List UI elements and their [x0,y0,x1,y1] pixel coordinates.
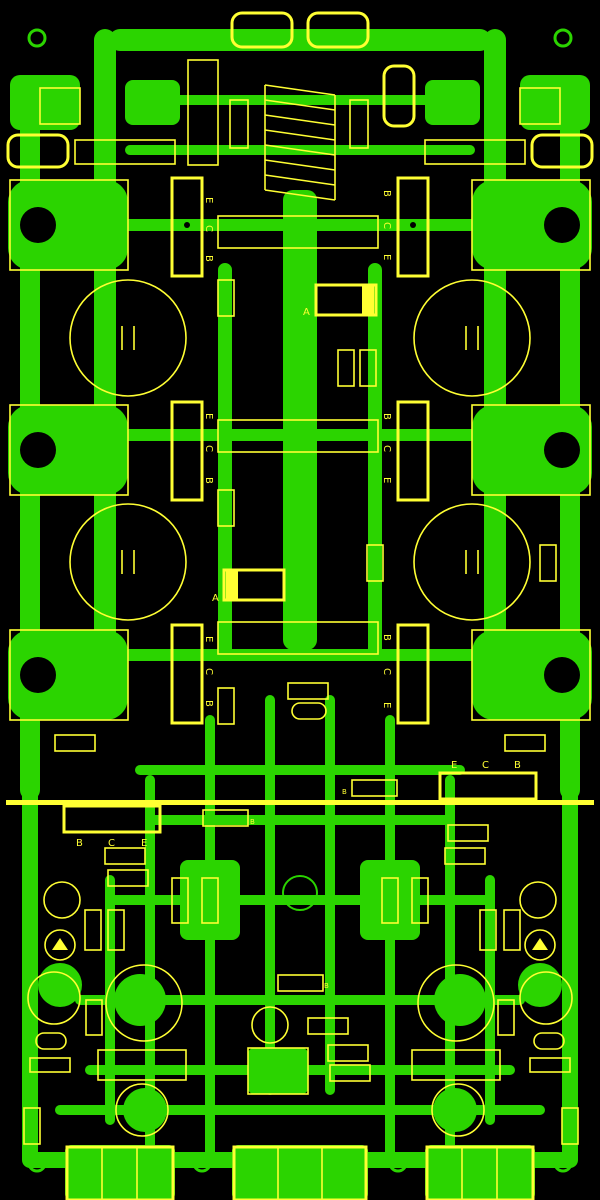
pin-label: C [203,445,214,452]
pin-label: E [203,413,214,419]
copper-layer [8,29,592,1200]
silkscreen-layer [6,11,594,1200]
mounting-holes [20,28,580,1173]
diode-anode-label: A [212,593,219,604]
pin-label: B [381,190,392,197]
pin-label: C [203,225,214,232]
small-b-label: B [324,982,329,990]
pin-label: C [381,668,392,675]
pin-label: B [203,477,214,484]
pin-label: C [108,838,115,849]
coil-icon [264,84,336,201]
pin-label: E [381,477,392,483]
pin-label: E [203,197,214,203]
pin-label: C [482,760,489,771]
small-b-label: B [342,788,347,796]
pin-label: B [203,700,214,707]
silkscreen-labels: E C B B C E E C B B C E E C B B C E E C … [76,190,521,990]
pin-label: E [451,760,457,771]
pin-label: C [381,222,392,229]
transistor-pads [184,190,416,708]
pin-label: B [381,413,392,420]
pin-label: B [514,760,521,771]
diode-anode-label: A [303,307,310,318]
pin-label: B [381,634,392,641]
pin-label: B [203,255,214,262]
small-b-label: B [250,818,255,826]
pin-label: E [381,702,392,708]
pin-label: E [203,636,214,642]
pin-label: B [76,838,83,849]
pin-label: E [141,838,147,849]
pin-label: C [203,668,214,675]
pin-label: C [381,445,392,452]
pin-label: E [381,254,392,260]
